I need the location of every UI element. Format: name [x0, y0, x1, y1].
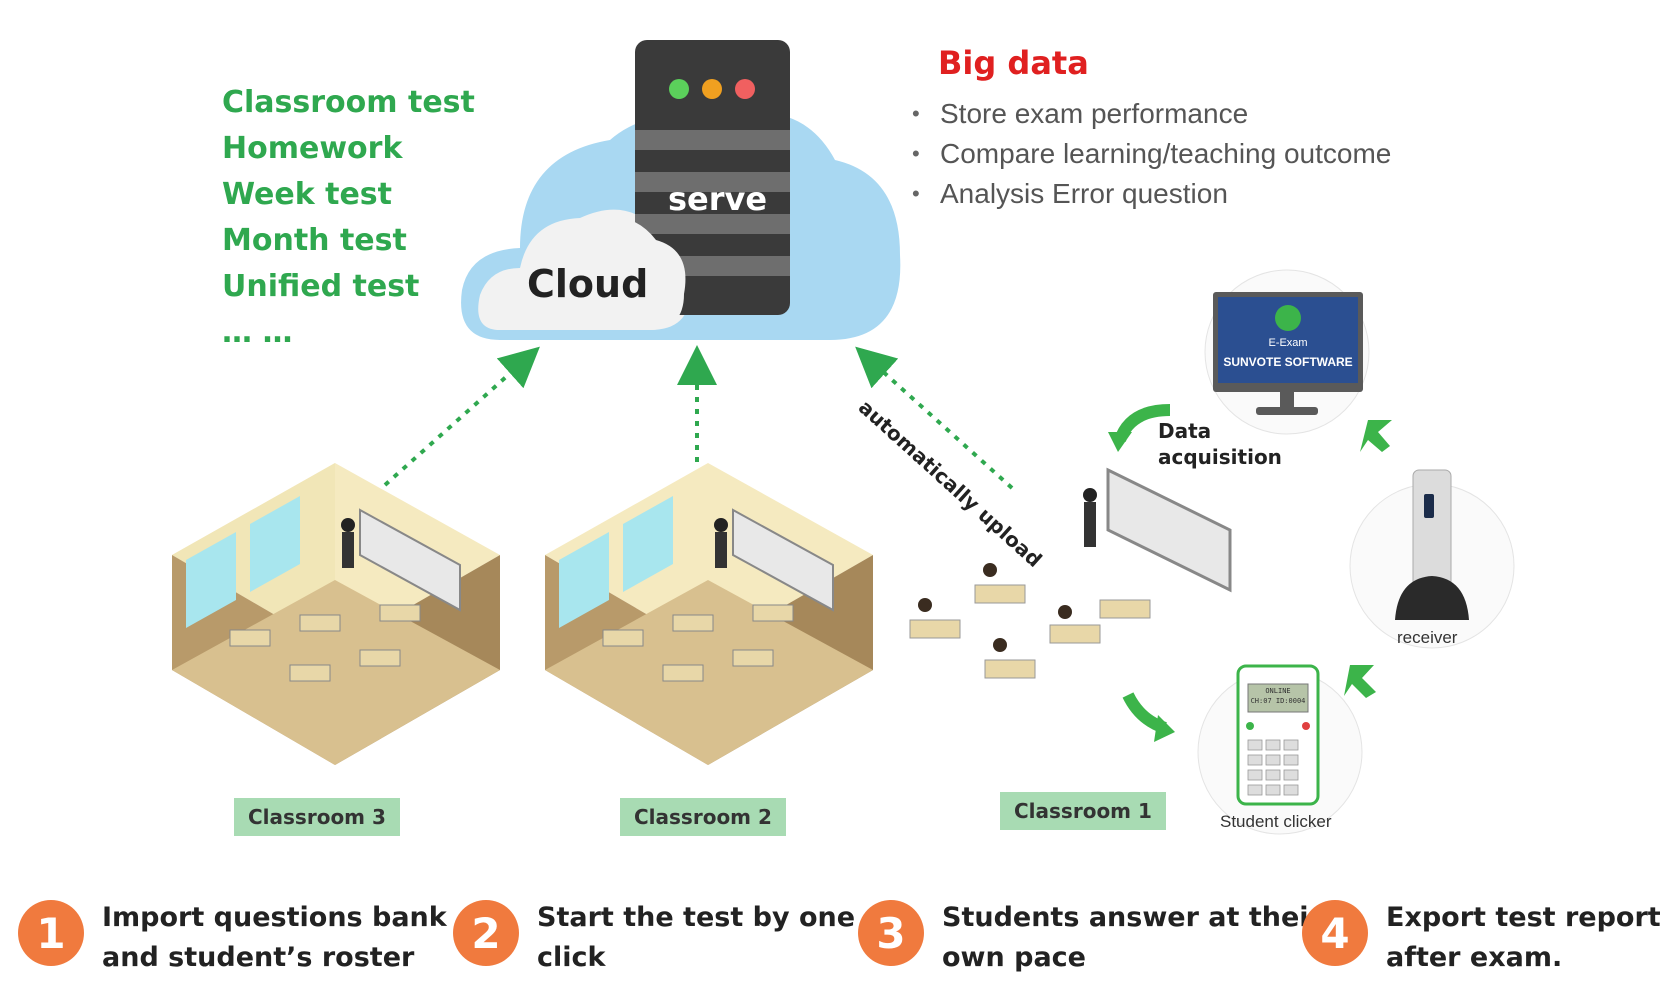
step-number: 3 — [858, 900, 924, 966]
big-data-title: Big data — [938, 44, 1089, 82]
step-text: Students answer at their own pace — [942, 902, 1322, 973]
classroom-2-illustration — [545, 463, 873, 765]
big-data-list: Store exam performance Compare learning/… — [912, 94, 1391, 214]
step-4: 4 Export test reports after exam. — [1302, 900, 1660, 978]
data-acquisition-label: Data acquisition — [1158, 419, 1282, 469]
step-2: 2 Start the test by one click — [453, 900, 855, 978]
test-type-item: Classroom test — [222, 85, 475, 120]
step-number: 4 — [1302, 900, 1368, 966]
test-types-list: Classroom test Homework Week test Month … — [222, 80, 475, 356]
upload-arrow-room1 — [855, 346, 1014, 490]
cloud-label: Cloud — [527, 262, 649, 306]
step-text: Import questions bank and student’s rost… — [102, 902, 447, 973]
classroom-1-label: Classroom 1 — [1000, 792, 1166, 830]
clicker-screen: ONLINE CH:07 ID:0004 — [1248, 686, 1308, 706]
big-data-item: Compare learning/teaching outcome — [912, 134, 1391, 174]
clicker-to-receiver-arrow — [1344, 665, 1376, 698]
server-tower — [482, 40, 790, 330]
student-clicker-label: Student clicker — [1220, 812, 1332, 831]
software-banner: SUNVOTE SOFTWARE — [1223, 355, 1353, 369]
big-data-item: Store exam performance — [912, 94, 1391, 134]
big-data-item: Analysis Error question — [912, 174, 1391, 214]
status-led-red — [735, 79, 755, 99]
server-label: serve — [668, 180, 768, 218]
step-3: 3 Students answer at their own pace — [858, 900, 1322, 978]
classroom-3-label: Classroom 3 — [234, 798, 400, 836]
test-type-item: Homework — [222, 131, 403, 166]
receiver-device — [1349, 469, 1515, 649]
test-type-item: … … — [222, 315, 293, 350]
clicker-screen-line1: ONLINE — [1265, 687, 1291, 695]
step-text: Export test reports after exam. — [1386, 902, 1660, 973]
step-text: Start the test by one click — [537, 902, 856, 973]
upload-arrow-room3 — [383, 346, 540, 487]
test-type-item: Month test — [222, 223, 407, 258]
status-led-orange — [702, 79, 722, 99]
test-type-item: Week test — [222, 177, 392, 212]
software-monitor — [1204, 269, 1370, 435]
clicker-screen-line2: CH:07 ID:0004 — [1250, 697, 1306, 705]
step-1: 1 Import questions bank and student’s ro… — [18, 900, 447, 978]
status-led-green — [669, 79, 689, 99]
software-name: E-Exam — [1268, 337, 1308, 349]
step-number: 2 — [453, 900, 519, 966]
receiver-label: receiver — [1397, 628, 1458, 647]
classroom-1-illustration — [909, 467, 1232, 679]
test-type-item: Unified test — [222, 269, 420, 304]
student-clicker-device — [1197, 664, 1363, 835]
classroom-2-label: Classroom 2 — [620, 798, 786, 836]
software-logo-icon — [1275, 305, 1301, 331]
receiver-to-software-arrow — [1360, 420, 1392, 452]
classroom-3-illustration — [172, 463, 500, 765]
step-number: 1 — [18, 900, 84, 966]
